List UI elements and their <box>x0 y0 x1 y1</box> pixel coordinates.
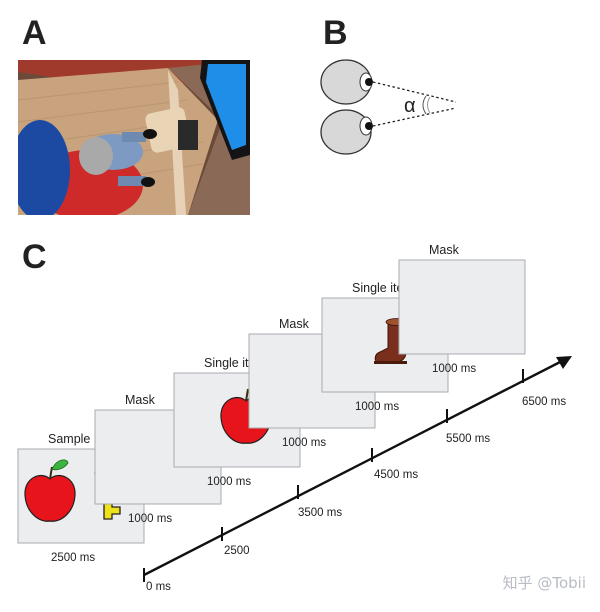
experiment-photo <box>18 60 250 215</box>
screen-duration: 1000 ms <box>282 437 326 449</box>
angle-arc <box>422 95 427 115</box>
screen-label: Mask <box>125 393 156 407</box>
screen-label: Mask <box>429 243 460 257</box>
apple-icon <box>24 459 76 522</box>
time-axis-arrow-icon <box>556 356 572 369</box>
screen-label: Mask <box>279 317 310 331</box>
stimulus-screen: Mask 1000 ms <box>398 243 526 375</box>
screen-duration: 2500 ms <box>51 552 95 564</box>
monitor-screen <box>206 64 246 150</box>
gaze-line-top <box>372 81 457 103</box>
time-tick-label: 5500 ms <box>446 433 490 445</box>
experiment-photo-illustration <box>18 60 250 215</box>
time-tick-label: 3500 ms <box>298 507 342 519</box>
screen-duration: 1000 ms <box>207 476 251 488</box>
time-tick-label: 2500 <box>224 545 250 557</box>
visual-angle-diagram: α <box>318 52 478 162</box>
eye-top-icon <box>320 59 373 105</box>
screen-duration: 1000 ms <box>432 363 476 375</box>
watermark: 知乎 @Tobii <box>502 574 586 592</box>
screen-duration: 1000 ms <box>128 513 172 525</box>
time-tick-label: 0 ms <box>146 581 171 593</box>
eye-bottom-icon <box>320 109 373 155</box>
screen-duration: 1000 ms <box>355 401 399 413</box>
time-axis <box>143 358 565 577</box>
panel-label-b: B <box>323 14 348 52</box>
time-tick-label: 6500 ms <box>522 396 566 408</box>
angle-label: α <box>404 95 416 117</box>
panel-label-a: A <box>22 14 47 52</box>
time-tick-label: 4500 ms <box>374 469 418 481</box>
panel-label-c: C <box>22 238 47 276</box>
gaze-line-bottom <box>372 107 457 127</box>
